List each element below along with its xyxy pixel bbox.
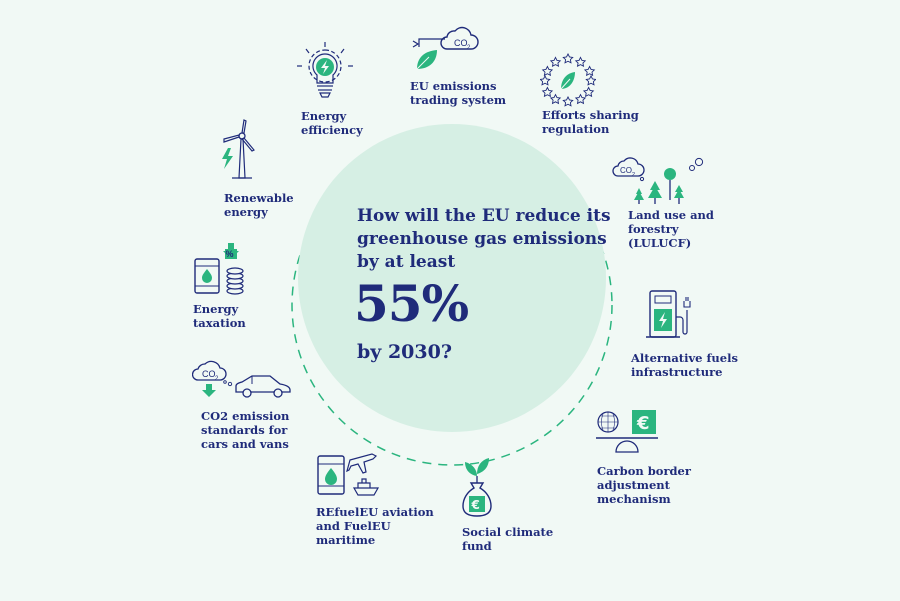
- label-line: energy: [224, 205, 268, 219]
- item-taxation-label: Energy taxation: [193, 302, 246, 330]
- question-line: by at least: [357, 252, 456, 272]
- item-co2cars-label: CO2 emission standards for cars and vans: [201, 409, 289, 451]
- euro-glyph: €: [471, 498, 480, 512]
- label-line: mechanism: [597, 492, 671, 506]
- target-percent: 55%: [354, 274, 469, 333]
- label-line: regulation: [542, 122, 610, 136]
- item-refuel-label: REfuelEU aviation and FuelEU maritime: [316, 505, 434, 547]
- label-line: (LULUCF): [628, 236, 692, 250]
- forest-co2-icon: CO 2: [612, 157, 704, 204]
- label-line: cars and vans: [201, 437, 289, 451]
- lightbulb-gear-icon: [297, 42, 353, 98]
- label-line: Energy: [193, 302, 239, 316]
- tax-barrel-coins-icon: %: [194, 243, 244, 295]
- item-afi-label: Alternative fuels infrastructure: [631, 351, 738, 379]
- charging-station-icon: [646, 290, 691, 338]
- label-line: trading system: [410, 93, 507, 107]
- label-line: CO2 emission: [201, 409, 290, 423]
- label-line: fund: [462, 539, 492, 553]
- label-line: Renewable: [224, 191, 294, 205]
- label-line: infrastructure: [631, 365, 723, 379]
- central-question: How will the EU reduce its greenhouse ga…: [357, 205, 637, 274]
- euro-glyph: €: [636, 413, 650, 434]
- co2-text: CO: [202, 369, 216, 379]
- wind-turbine-icon: [222, 119, 255, 179]
- label-line: Carbon border: [597, 464, 691, 478]
- label-line: Alternative fuels: [631, 351, 738, 365]
- label-line: taxation: [193, 316, 246, 330]
- co2-subscript: 2: [467, 45, 471, 51]
- item-lulucf-label: Land use and forestry (LULUCF): [628, 208, 714, 250]
- co2-subscript: 2: [632, 172, 635, 178]
- item-cbam-label: Carbon border adjustment mechanism: [597, 464, 691, 506]
- co2-cloud-leaf-icon: CO 2: [412, 26, 479, 70]
- label-line: and FuelEU: [316, 519, 391, 533]
- co2-subscript: 2: [215, 376, 219, 382]
- label-line: standards for: [201, 423, 288, 437]
- item-scf-label: Social climate fund: [462, 525, 553, 553]
- label-line: Land use and: [628, 208, 714, 222]
- question-line: How will the EU reduce its: [357, 206, 611, 226]
- money-bag-sprout-icon: €: [462, 458, 492, 517]
- label-line: EU emissions: [410, 79, 497, 93]
- label-line: Social climate: [462, 525, 554, 539]
- car-co2-reduction-icon: CO 2: [192, 360, 291, 398]
- item-efficiency-label: Energy efficiency: [301, 109, 363, 137]
- item-esr-label: Efforts sharing regulation: [542, 108, 639, 136]
- item-ets-label: EU emissions trading system: [410, 79, 506, 107]
- label-line: forestry: [628, 222, 679, 236]
- fuel-plane-ship-icon: [317, 453, 380, 496]
- center-disc: [298, 124, 606, 432]
- percent-glyph: %: [226, 249, 234, 259]
- carbon-scale-euro-icon: €: [596, 410, 658, 453]
- label-line: REfuelEU aviation: [316, 505, 434, 519]
- label-line: maritime: [316, 533, 376, 547]
- label-line: Energy: [301, 109, 347, 123]
- label-line: adjustment: [597, 478, 670, 492]
- question-line: greenhouse gas emissions: [357, 229, 607, 249]
- label-line: efficiency: [301, 123, 363, 137]
- co2-text: CO: [620, 166, 632, 175]
- item-renewable-label: Renewable energy: [224, 191, 294, 219]
- co2-text: CO: [454, 38, 468, 48]
- eu-stars-leaf-icon: [540, 52, 596, 107]
- target-year: by 2030?: [357, 341, 452, 363]
- label-line: Efforts sharing: [542, 108, 639, 122]
